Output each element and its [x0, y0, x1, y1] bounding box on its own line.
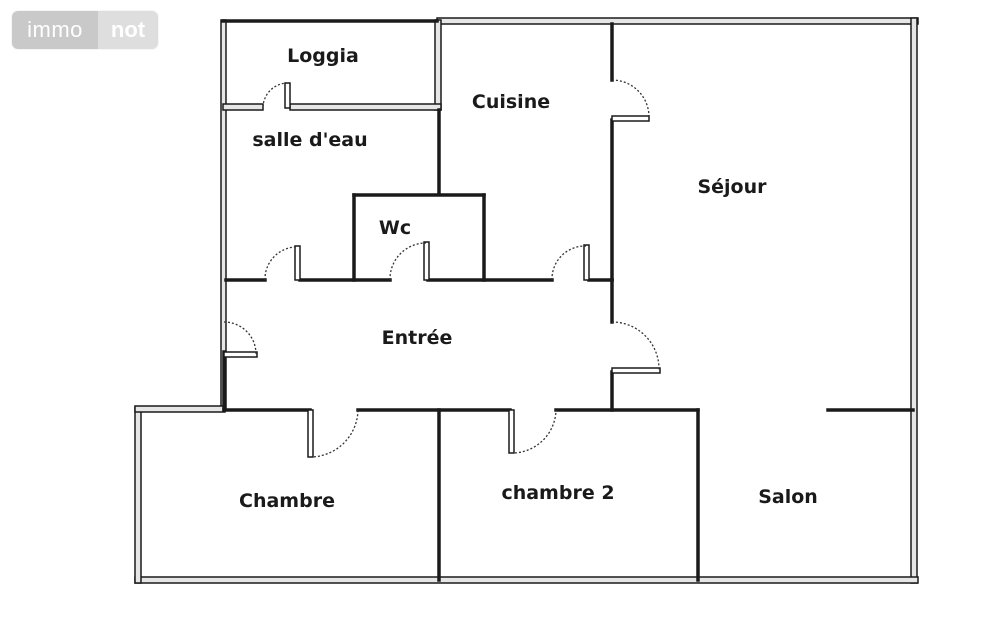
wall-right: [910, 17, 918, 584]
wall-loggia-right: [434, 19, 442, 111]
room-label-loggia: Loggia: [287, 45, 359, 67]
door-chambre2: [508, 409, 557, 454]
door-cuisine-sejour: [611, 79, 650, 122]
door-entree-sejour: [611, 321, 661, 374]
wall-left-bottom: [134, 406, 142, 584]
wall-top: [436, 17, 919, 25]
door-entree-front: [223, 321, 258, 358]
logo-part-not: not: [98, 11, 158, 49]
logo-part-immo: immo: [12, 11, 98, 49]
immonot-logo: immo not: [12, 11, 158, 49]
room-label-cuisine: Cuisine: [472, 91, 550, 113]
wall-bottom: [134, 576, 919, 584]
room-label-sejour: Séjour: [697, 176, 767, 198]
room-labels: Loggia Cuisine salle d'eau Séjour Wc Ent…: [239, 45, 818, 512]
door-wc: [389, 241, 430, 281]
room-label-salon: Salon: [758, 486, 818, 508]
wall-loggia-bottom-left: [222, 103, 264, 111]
door-chambre: [307, 409, 359, 458]
wall-left-step: [134, 405, 226, 413]
doors: [223, 79, 661, 458]
room-label-chambre2: chambre 2: [501, 482, 614, 504]
door-loggia: [262, 82, 291, 109]
room-label-salle-eau: salle d'eau: [252, 129, 367, 151]
door-salle-eau: [264, 245, 301, 281]
room-label-chambre: Chambre: [239, 490, 335, 512]
door-cuisine: [551, 244, 590, 281]
room-label-wc: Wc: [379, 217, 411, 239]
walls: [134, 17, 919, 584]
wall-loggia-bottom-right: [289, 103, 442, 111]
room-label-entree: Entrée: [382, 327, 453, 349]
